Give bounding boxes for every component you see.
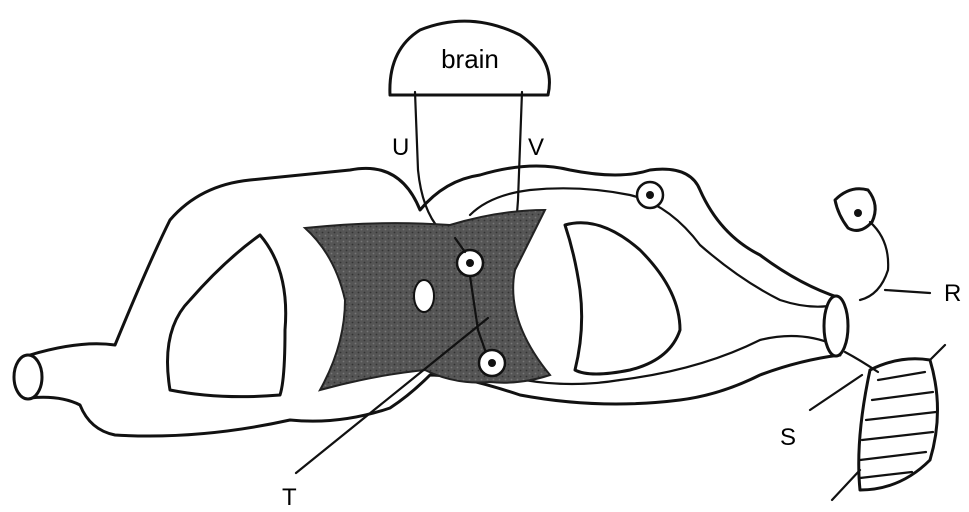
dorsal-root-ganglion-cell <box>637 182 663 208</box>
ventral-root-inner-line <box>500 336 835 384</box>
neuron-upper <box>457 250 483 276</box>
spinal-nerve-right-end <box>824 296 848 356</box>
label-v: V <box>528 134 544 161</box>
label-s: S <box>780 424 796 451</box>
tract-u <box>415 92 455 238</box>
right-white-matter <box>565 223 680 374</box>
leader-line-r <box>885 290 930 293</box>
label-t: T <box>282 484 297 511</box>
brain-label: brain <box>441 44 499 74</box>
effector-muscle <box>832 345 945 500</box>
brain: brain <box>390 21 550 95</box>
central-canal <box>414 280 434 312</box>
label-r: R <box>944 280 961 307</box>
sensory-receptor <box>835 189 888 300</box>
left-white-matter <box>168 235 286 397</box>
spinal-nerve-left-end <box>14 355 42 399</box>
neuron-lower <box>479 350 505 376</box>
leader-line-s <box>810 375 862 410</box>
label-u: U <box>392 134 409 161</box>
